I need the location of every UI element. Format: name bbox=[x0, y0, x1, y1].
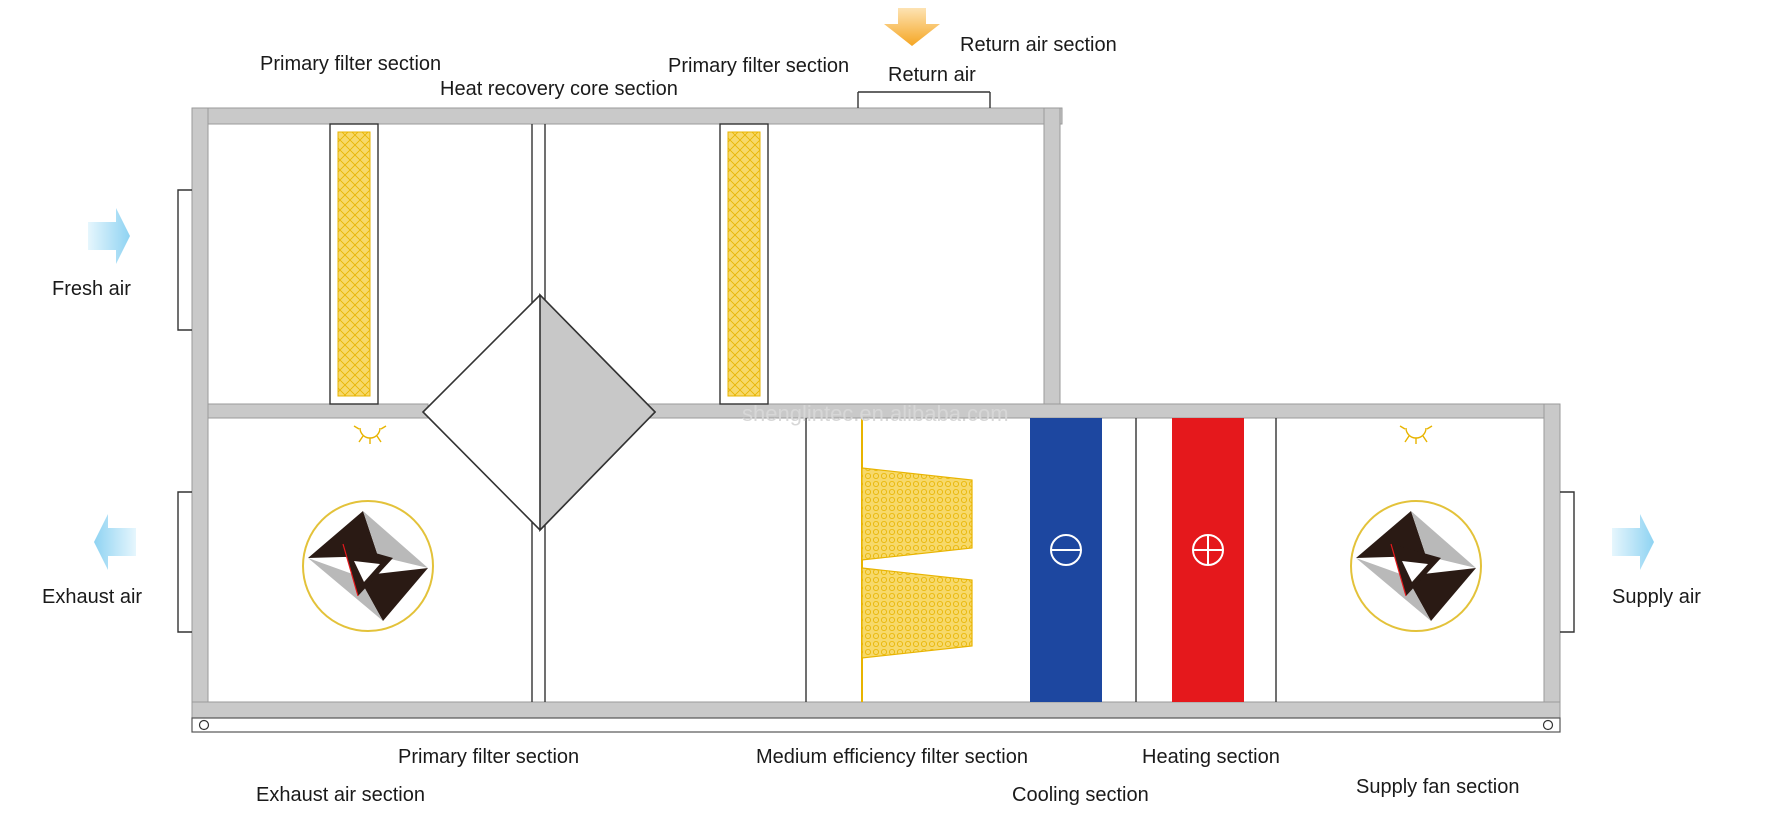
label-return-air-section: Return air section bbox=[960, 34, 1117, 56]
heat-recovery-core bbox=[421, 293, 657, 532]
arrow-left-icon bbox=[94, 514, 136, 570]
label-supply-fan-section: Supply fan section bbox=[1356, 776, 1519, 798]
base-bolt-right bbox=[1542, 719, 1554, 731]
light-icon bbox=[1399, 425, 1433, 444]
arrow-right-icon bbox=[88, 208, 130, 264]
watermark: shenglintec.en.alibaba.com bbox=[742, 401, 1009, 426]
base-rail-frame bbox=[191, 717, 1561, 733]
base-bolt-left bbox=[198, 719, 210, 731]
label-return-air: Return air bbox=[888, 64, 976, 86]
exhaust-air-duct-bracket bbox=[177, 491, 192, 633]
casing-bottom-wall bbox=[191, 701, 1561, 719]
label-medium-efficiency-filter: Medium efficiency filter section bbox=[756, 746, 1028, 768]
supply-fan-icon bbox=[1350, 500, 1482, 632]
label-fresh-air: Fresh air bbox=[52, 278, 131, 300]
casing-right-wall-lower bbox=[1543, 403, 1561, 717]
cooling-coil bbox=[1030, 418, 1102, 702]
base-rail bbox=[191, 717, 1561, 733]
duct-brackets bbox=[177, 189, 1575, 633]
label-exhaust-air-section: Exhaust air section bbox=[256, 784, 425, 806]
label-heat-recovery-core: Heat recovery core section bbox=[440, 78, 678, 100]
primary-filter-upper-left bbox=[329, 123, 379, 405]
heating-coil bbox=[1172, 418, 1244, 702]
label-exhaust-air: Exhaust air bbox=[42, 586, 142, 608]
exhaust-fan-icon bbox=[302, 500, 434, 632]
label-primary-filter-top-left: Primary filter section bbox=[260, 53, 441, 75]
label-heating-section: Heating section bbox=[1142, 746, 1280, 768]
fresh-air-duct-bracket bbox=[177, 189, 192, 331]
label-supply-air: Supply air bbox=[1612, 586, 1701, 608]
arrow-down-icon bbox=[884, 8, 940, 46]
plus-circle-icon bbox=[1192, 534, 1224, 566]
return-air-duct bbox=[857, 91, 991, 108]
label-primary-filter-top-mid: Primary filter section bbox=[668, 55, 849, 77]
casing-left-wall bbox=[191, 107, 209, 717]
casing-top-wall bbox=[191, 107, 1063, 125]
arrow-right-icon bbox=[1612, 514, 1654, 570]
supply-air-duct-bracket bbox=[1560, 491, 1575, 633]
light-icon bbox=[353, 425, 387, 444]
casing-right-wall-upper bbox=[1043, 107, 1061, 409]
medium-efficiency-filter bbox=[861, 418, 973, 702]
minus-circle-icon bbox=[1050, 534, 1082, 566]
label-cooling-section: Cooling section bbox=[1012, 784, 1149, 806]
label-primary-filter-bottom: Primary filter section bbox=[398, 746, 579, 768]
casing-mid-divider-left bbox=[207, 403, 429, 419]
primary-filter-upper-mid bbox=[719, 123, 769, 405]
